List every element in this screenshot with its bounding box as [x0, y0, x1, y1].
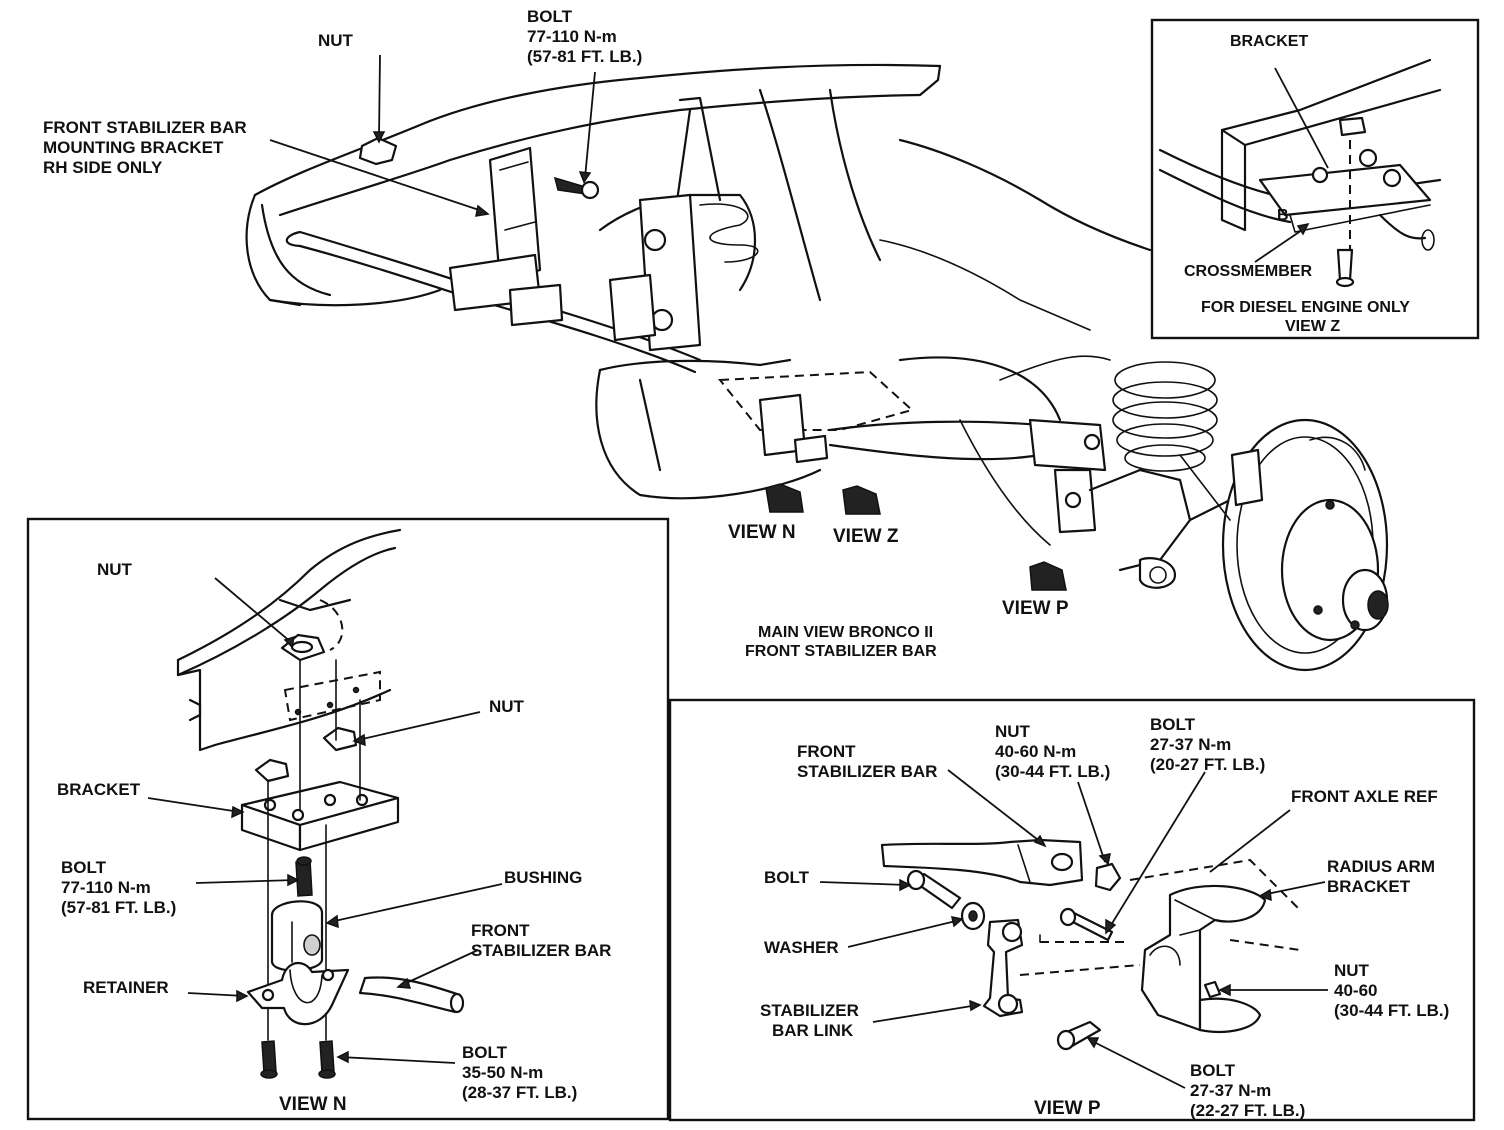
- main-view-p-marker: VIEW P: [1002, 598, 1069, 619]
- view-n-bolt-lower-label: BOLT: [462, 1043, 508, 1062]
- view-p-bolt-left-label: BOLT: [764, 868, 810, 887]
- view-n-title: VIEW N: [279, 1094, 347, 1115]
- main-view-n-marker: VIEW N: [728, 522, 796, 543]
- main-caption-1: MAIN VIEW BRONCO II: [758, 624, 933, 641]
- main-caption-2: FRONT STABILIZER BAR: [745, 643, 937, 660]
- view-n-leaders: [147, 577, 503, 1064]
- view-p-nut-ftlb: (30-44 FT. LB.): [995, 762, 1110, 781]
- view-n-bar-label-1: FRONT: [471, 921, 530, 940]
- view-z-frame: [1150, 18, 1480, 340]
- main-nut-label: NUT: [318, 31, 354, 50]
- main-view-leaders: [269, 54, 596, 217]
- view-p-bolt-bottom-ftlb: (22-27 FT. LB.): [1190, 1101, 1305, 1120]
- view-p-link-label-1: STABILIZER: [760, 1001, 859, 1020]
- view-p-nut-right-value: 40-60: [1334, 981, 1377, 1000]
- view-p-nut-right-ftlb: (30-44 FT. LB.): [1334, 1001, 1449, 1020]
- view-p-bolt-bottom-nm: 27-37 N-m: [1190, 1081, 1271, 1100]
- view-n-nut-mid-label: NUT: [489, 697, 525, 716]
- view-n-retainer-label: RETAINER: [83, 978, 169, 997]
- view-p-nut-label: NUT: [995, 722, 1031, 741]
- main-bracket-label-1: FRONT STABILIZER BAR: [43, 118, 247, 137]
- view-n-bushing-label: BUSHING: [504, 868, 582, 887]
- view-n-bar-label-2: STABILIZER BAR: [471, 941, 611, 960]
- view-p-bolt-top-label: BOLT: [1150, 715, 1196, 734]
- view-p-nut-nm: 40-60 N-m: [995, 742, 1076, 761]
- view-p-bolt-top-ftlb: (20-27 FT. LB.): [1150, 755, 1265, 774]
- view-p-radius-label-1: RADIUS ARM: [1327, 857, 1435, 876]
- view-z-crossmember-label: CROSSMEMBER: [1184, 263, 1312, 280]
- coil-spring-drawing: [1112, 361, 1218, 472]
- view-p-leaders: [819, 769, 1328, 1089]
- main-bolt-label: BOLT: [527, 7, 573, 26]
- view-z-note: FOR DIESEL ENGINE ONLY: [1201, 299, 1410, 316]
- view-n-bolt-lower-nm: 35-50 N-m: [462, 1063, 543, 1082]
- main-view-z-marker: VIEW Z: [833, 526, 899, 547]
- view-n-bolt-lower-ftlb: (28-37 FT. LB.): [462, 1083, 577, 1102]
- brake-rotor-drawing: [1221, 418, 1389, 672]
- view-z-bracket-label: BRACKET: [1230, 33, 1308, 50]
- view-p-washer-label: WASHER: [764, 938, 839, 957]
- view-p-frame: [668, 698, 1476, 1122]
- main-bolt-torque-nm: 77-110 N-m: [527, 27, 617, 46]
- view-p-bar-label-2: STABILIZER BAR: [797, 762, 937, 781]
- view-z-bracket-leader: [1274, 67, 1329, 169]
- view-n-illustration: [176, 528, 465, 1079]
- view-p-bar-label-1: FRONT: [797, 742, 856, 761]
- view-z-letter-b: B: [1277, 207, 1289, 224]
- main-view-illustration: [245, 63, 1389, 672]
- view-p-illustration: [880, 838, 1301, 1051]
- view-n-frame: [26, 517, 670, 1121]
- view-p-bolt-top-nm: 27-37 N-m: [1150, 735, 1231, 754]
- main-bracket-label-3: RH SIDE ONLY: [43, 158, 163, 177]
- main-bolt-torque-ftlb: (57-81 FT. LB.): [527, 47, 642, 66]
- view-p-link-label-2: BAR LINK: [772, 1021, 854, 1040]
- view-n-bolt-upper-nm: 77-110 N-m: [61, 878, 151, 897]
- view-z-crossmember-leader: [1254, 227, 1306, 263]
- view-z-title: VIEW Z: [1285, 318, 1340, 335]
- view-p-title: VIEW P: [1034, 1098, 1101, 1119]
- view-n-bolt-upper-ftlb: (57-81 FT. LB.): [61, 898, 176, 917]
- view-p-bolt-bottom-label: BOLT: [1190, 1061, 1236, 1080]
- main-bracket-label-2: MOUNTING BRACKET: [43, 138, 224, 157]
- view-p-axle-ref-label: FRONT AXLE REF: [1291, 787, 1438, 806]
- view-z-illustration: B: [1158, 58, 1442, 288]
- view-n-bolt-upper-label: BOLT: [61, 858, 107, 877]
- view-p-radius-label-2: BRACKET: [1327, 877, 1411, 896]
- view-n-bracket-label: BRACKET: [57, 780, 141, 799]
- view-n-nut-top-label: NUT: [97, 560, 133, 579]
- view-p-nut-right-label: NUT: [1334, 961, 1370, 980]
